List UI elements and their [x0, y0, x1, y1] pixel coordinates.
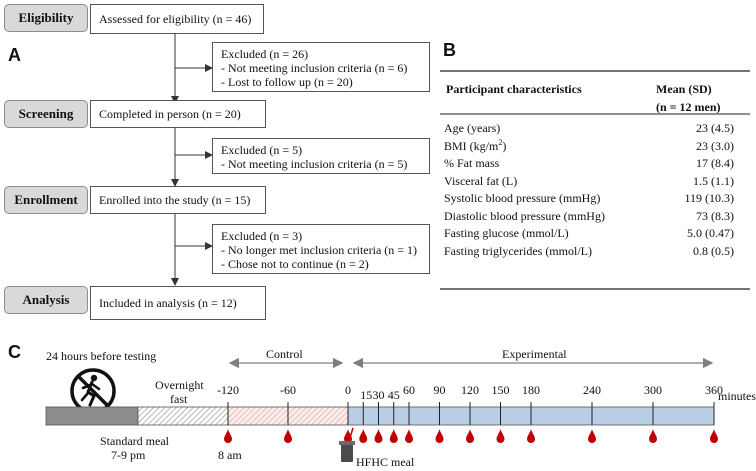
row-value: 1.5 (1.1)	[693, 173, 734, 188]
row-name: Fasting glucose (mmol/L)	[444, 226, 569, 241]
standard-meal-line1: Standard meal	[100, 434, 169, 448]
row-value: 23 (4.5)	[696, 121, 734, 136]
standard-meal-segment	[45, 406, 139, 426]
tick-label: 0	[345, 383, 351, 397]
panel-b-label: B	[443, 40, 456, 60]
row-name: Age (years)	[444, 121, 501, 136]
bmi-label: BMI (kg/m	[444, 139, 499, 154]
hfhc-meal-icon	[339, 427, 355, 462]
row-value: 119 (10.3)	[684, 191, 734, 206]
header-characteristics: Participant characteristics	[446, 82, 582, 96]
characteristics-table: Age (years) 23 (4.5) BMI (kg/m2) 23 (3.0…	[442, 120, 742, 260]
blood-drop-icon	[435, 429, 444, 443]
overnight-line1: Overnight	[155, 378, 204, 392]
blood-drop-icon	[224, 429, 232, 443]
row-value: 73 (8.3)	[696, 208, 734, 223]
tick-label: 300	[644, 383, 662, 397]
control-label: Control	[266, 347, 303, 361]
box-excluded-enrollment: Excluded (n = 3) - No longer met inclusi…	[212, 224, 430, 274]
box-assessed: Assessed for eligibility (n = 46)	[90, 4, 264, 34]
table-row: Fasting triglycerides (mmol/L) 0.8 (0.5)	[442, 243, 742, 261]
tick-label: 180	[522, 383, 540, 397]
stage-analysis: Analysis	[4, 286, 88, 314]
blood-drop-icon	[710, 429, 718, 443]
row-name: BMI (kg/m2)	[442, 138, 662, 156]
table-row: BMI (kg/m2) 23 (3.0)	[442, 138, 742, 156]
blood-drop-icon	[466, 429, 474, 443]
tick-label: -60	[280, 383, 296, 397]
experimental-label: Experimental	[502, 347, 567, 361]
blood-drop-icon	[284, 429, 292, 443]
table-row: Diastolic blood pressure (mmHg) 73 (8.3)	[442, 208, 742, 226]
excluded-line: - No longer met inclusion criteria (n = …	[221, 243, 418, 257]
box-included: Included in analysis (n = 12)	[90, 286, 266, 320]
meal-label: HFHC meal	[356, 455, 415, 469]
stage-eligibility: Eligibility	[4, 4, 88, 32]
row-name: Diastolic blood pressure (mmHg)	[444, 208, 605, 223]
row-value: 23 (3.0)	[696, 138, 734, 153]
tick-label: 60	[403, 383, 415, 397]
row-name: Fasting triglycerides (mmol/L)	[444, 243, 592, 258]
bmi-label-end: )	[502, 139, 507, 154]
box-completed: Completed in person (n = 20)	[90, 100, 266, 128]
panel-a-label: A	[8, 45, 21, 65]
box-excluded-eligibility: Excluded (n = 26) - Not meeting inclusio…	[212, 42, 430, 92]
table-row: % Fat mass 17 (8.4)	[442, 155, 742, 173]
excluded-line: - Not meeting inclusion criteria (n = 5)	[221, 157, 408, 171]
blood-drop-icon	[496, 429, 505, 443]
tick-label: 360	[705, 383, 723, 397]
tick-label: 30	[372, 388, 385, 402]
box-enrolled: Enrolled into the study (n = 15)	[90, 186, 266, 214]
minutes-label: minutes	[718, 389, 756, 403]
row-value: 5.0 (0.47)	[687, 226, 734, 241]
header-mean: Mean (SD)	[656, 82, 712, 96]
before-testing-label: 24 hours before testing	[46, 349, 157, 363]
tick-label: -120	[217, 383, 239, 397]
blood-drop-icon	[374, 429, 383, 443]
table-rules	[440, 70, 750, 290]
excluded-line: Excluded (n = 26)	[221, 47, 309, 61]
excluded-line: Excluded (n = 3)	[221, 229, 303, 243]
blood-drop-icon	[527, 429, 535, 443]
tick-label: 45	[387, 388, 400, 402]
excluded-line: - Chose not to continue (n = 2)	[221, 257, 369, 271]
table-row: Age (years) 23 (4.5)	[442, 120, 742, 138]
blood-drop-icon	[649, 429, 657, 443]
bmi-sup: 2	[498, 138, 503, 148]
overnight-line2: fast	[170, 392, 188, 406]
row-name: Visceral fat (L)	[444, 173, 518, 188]
panel-c-label: C	[8, 342, 21, 362]
tick-label: 90	[433, 383, 446, 397]
table-row: Systolic blood pressure (mmHg) 119 (10.3…	[442, 190, 742, 208]
row-value: 0.8 (0.5)	[693, 243, 734, 258]
blood-drop-icon	[588, 429, 596, 443]
table-row: Fasting glucose (mmol/L) 5.0 (0.47)	[442, 225, 742, 243]
stage-enrollment: Enrollment	[4, 186, 88, 214]
excluded-line: - Not meeting inclusion criteria (n = 6)	[221, 61, 408, 75]
timeline-chart	[45, 357, 718, 462]
row-name: Systolic blood pressure (mmHg)	[444, 191, 601, 206]
stage-screening: Screening	[4, 100, 88, 128]
tick-label: 15	[360, 388, 373, 402]
blood-drop-icon	[389, 429, 398, 443]
row-name: % Fat mass	[444, 156, 500, 171]
standard-meal-line2: 7-9 pm	[111, 448, 146, 462]
overnight-fast-segment	[137, 406, 229, 426]
blood-drop-icon	[359, 429, 368, 443]
row-value: 17 (8.4)	[696, 156, 734, 171]
excluded-line: - Lost to follow up (n = 20)	[221, 75, 353, 89]
table-row: Visceral fat (L) 1.5 (1.1)	[442, 173, 742, 191]
box-excluded-screening: Excluded (n = 5) - Not meeting inclusion…	[212, 138, 430, 174]
header-n: (n = 12 men)	[656, 100, 721, 114]
tick-label: 240	[583, 383, 601, 397]
tick-label: 120	[461, 383, 479, 397]
am-label: 8 am	[218, 448, 242, 462]
flow-connectors	[171, 33, 213, 286]
excluded-line: Excluded (n = 5)	[221, 143, 303, 157]
blood-drop-icon	[405, 429, 413, 443]
tick-label: 150	[491, 383, 510, 397]
